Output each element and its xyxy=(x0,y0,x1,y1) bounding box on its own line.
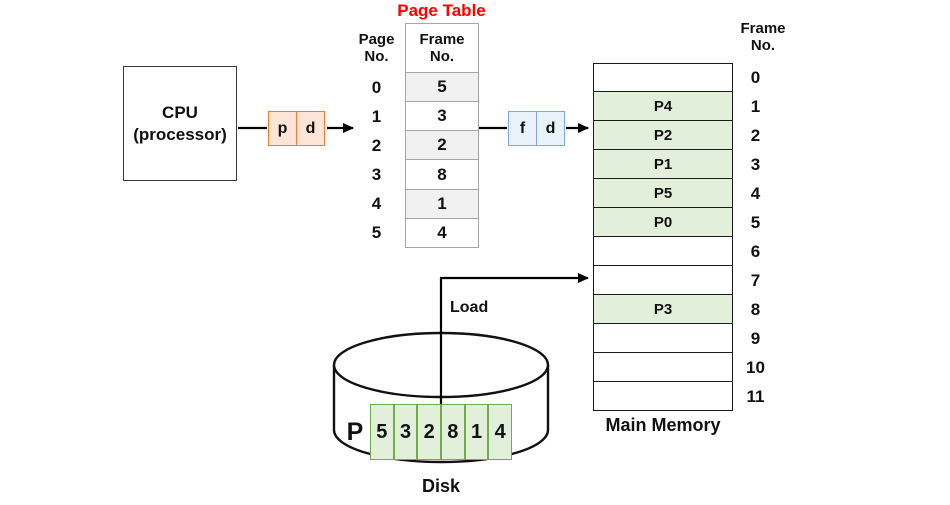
memory-frame-cell: P4 xyxy=(593,92,733,121)
disk-page-cell: 5 xyxy=(370,404,394,460)
memory-frame-number: 8 xyxy=(750,299,761,319)
memory-frame-number: 4 xyxy=(750,183,761,203)
disk-page-list: 5 3 2 8 1 4 xyxy=(370,404,513,460)
frame-no-column-header: Frame No. xyxy=(405,23,479,73)
memory-frame-number: 10 xyxy=(746,357,765,377)
memory-frame-no-header-line2: No. xyxy=(750,37,776,54)
cpu-label-line1: CPU xyxy=(162,102,198,122)
page-number-label: 2 xyxy=(371,135,382,155)
page-table-frame-value: 4 xyxy=(405,218,479,248)
disk-page-cell: 8 xyxy=(441,404,465,460)
page-table: Page No. Frame No. 0 5 1 3 2 2 3 8 4 1 5… xyxy=(348,23,479,248)
load-label: Load xyxy=(450,299,489,316)
memory-frame-number: 0 xyxy=(750,67,761,87)
page-table-frame-value: 1 xyxy=(405,189,479,219)
page-table-title: Page Table xyxy=(397,1,486,20)
frame-no-header-line2: No. xyxy=(429,48,455,65)
physical-address-box: f d xyxy=(508,111,565,146)
physical-address-offset-part: d xyxy=(536,112,564,145)
memory-frame-number: 11 xyxy=(746,386,765,406)
page-number-label: 3 xyxy=(371,165,382,185)
memory-frame-no-header: Frame No. xyxy=(728,20,798,54)
page-table-frame-value: 5 xyxy=(405,73,479,103)
disk-load-arrow xyxy=(439,273,589,404)
disk-page-cell: 2 xyxy=(417,404,442,460)
memory-frame-cell: P1 xyxy=(593,150,733,179)
memory-frame-number: 5 xyxy=(750,212,761,232)
memory-frame-number: 6 xyxy=(750,241,761,261)
page-table-frame-value: 3 xyxy=(405,102,479,132)
page-number-label: 5 xyxy=(371,223,382,243)
memory-frame-cell xyxy=(593,266,733,295)
memory-frame-number: 7 xyxy=(750,270,761,290)
page-no-header-line1: Page xyxy=(358,31,395,48)
cpu-label-line2: (processor) xyxy=(133,124,227,144)
page-number-label: 4 xyxy=(371,194,382,214)
page-no-column-header: Page No. xyxy=(348,23,405,73)
page-table-frame-value: 8 xyxy=(405,160,479,190)
main-memory: 0 P4 1 P2 2 P1 3 P5 4 P0 5 6 7 P3 8 9 xyxy=(593,63,778,411)
cpu-box: CPU (processor) xyxy=(123,66,237,181)
disk-page-cell: 3 xyxy=(393,404,418,460)
memory-frame-number: 9 xyxy=(750,328,761,348)
memory-frame-cell xyxy=(593,237,733,266)
memory-frame-no-header-line1: Frame xyxy=(740,20,786,37)
memory-frame-number: 1 xyxy=(750,96,761,116)
memory-frame-cell xyxy=(593,324,733,353)
logical-address-offset-part: d xyxy=(296,112,324,145)
memory-frame-cell: P3 xyxy=(593,295,733,324)
disk-page-cell: 1 xyxy=(464,404,489,460)
disk-label: Disk xyxy=(421,476,461,496)
page-number-label: 1 xyxy=(371,106,382,126)
memory-frame-cell: P0 xyxy=(593,208,733,237)
logical-address-page-part: p xyxy=(277,119,288,137)
memory-frame-cell: P5 xyxy=(593,179,733,208)
memory-frame-number: 2 xyxy=(750,125,761,145)
memory-frame-number: 3 xyxy=(750,154,761,174)
main-memory-label: Main Memory xyxy=(605,415,721,435)
disk-process-label: P xyxy=(346,418,364,446)
page-no-header-line2: No. xyxy=(364,48,389,65)
physical-address-frame-part: f xyxy=(519,119,526,137)
memory-frame-cell: P2 xyxy=(593,121,733,150)
disk-page-cell: 4 xyxy=(488,404,513,460)
page-table-frame-value: 2 xyxy=(405,131,479,161)
frame-no-header-line1: Frame xyxy=(419,31,465,48)
memory-frame-cell xyxy=(593,63,733,92)
page-number-label: 0 xyxy=(371,77,382,97)
logical-address-box: p d xyxy=(268,111,325,146)
memory-frame-cell xyxy=(593,382,733,411)
memory-frame-cell xyxy=(593,353,733,382)
